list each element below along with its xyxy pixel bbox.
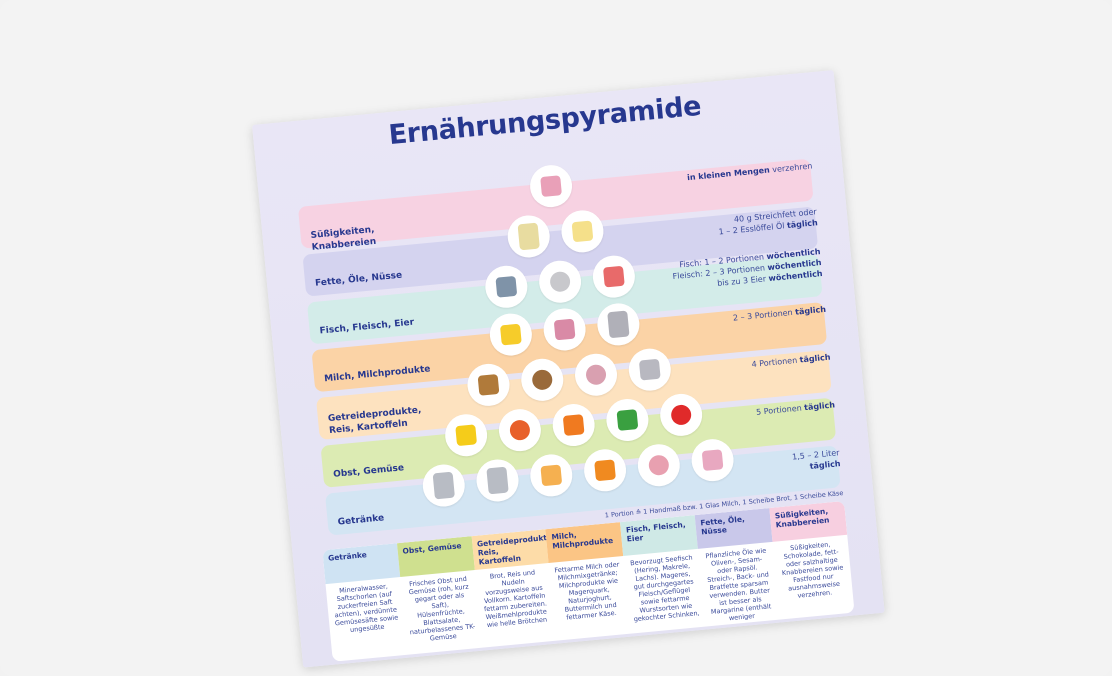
potatoes-icon-shape xyxy=(531,368,554,391)
table-cell: Pflanzliche Öle wie Oliven-, Sesam- oder… xyxy=(705,546,772,623)
table-cell: Mineralwasser, Saftschorlen (auf zuckerf… xyxy=(334,582,399,634)
yogurt-icon-shape xyxy=(553,318,576,341)
frequency-text: täglich xyxy=(794,304,827,317)
table-cell: Frisches Obst und Gemüse (roh, kurz gega… xyxy=(408,574,476,643)
table-header: Milch, Milchprodukte xyxy=(545,522,624,564)
table-cell: Süßigkeiten, Schokolade, fett- oder salz… xyxy=(781,540,844,600)
frequency-text: täglich xyxy=(786,218,819,231)
table-header: Obst, Gemüse xyxy=(396,536,475,578)
bread-icon-shape xyxy=(477,373,500,396)
cake-icon-shape xyxy=(540,175,562,198)
juice-carton-icon-shape xyxy=(594,459,616,482)
egg-icon-shape xyxy=(549,270,572,293)
table-cell: Fettarme Milch oder Milchmixgetränke; Mi… xyxy=(554,560,620,622)
butter-icon-shape xyxy=(571,220,594,243)
pasta-pot-icon-shape xyxy=(638,358,661,381)
water-bottle-icon-shape xyxy=(432,471,455,500)
poster-title: Ernährungspyramide xyxy=(387,90,703,152)
frequency-text: täglich xyxy=(809,459,841,472)
frequency-text: täglich xyxy=(799,352,831,365)
table-cell: Bevorzugt Seefisch (Hering, Makrele, Lac… xyxy=(629,553,700,624)
meat-icon-shape xyxy=(602,265,625,288)
teapot-icon-shape xyxy=(701,449,724,472)
soup-bowl-icon-shape xyxy=(647,454,670,477)
water-bottle-icon-shape xyxy=(486,466,509,495)
broccoli-icon-shape xyxy=(616,409,639,431)
table-header: Süßigkeiten, Knabbereien xyxy=(769,500,847,542)
nutrition-pyramid-poster: Ernährungspyramide Süßigkeiten, Knabbere… xyxy=(252,70,885,668)
carrot-icon-shape xyxy=(562,414,585,436)
tomato-icon-shape xyxy=(670,403,693,426)
cheese-icon-shape xyxy=(499,323,522,346)
milk-bottle-icon-shape xyxy=(607,310,630,339)
oil-bottle-icon-shape xyxy=(517,222,540,251)
rice-bowl-icon-shape xyxy=(585,363,607,386)
table-cell: Brot, Reis und Nudeln vorzugsweise aus V… xyxy=(483,568,548,630)
table-header: Getreideprodukte, Reis, Kartoffeln xyxy=(471,529,555,571)
table-header: Getränke xyxy=(322,543,400,585)
juice-glass-icon-shape xyxy=(540,464,563,487)
apple-icon-shape xyxy=(509,419,531,442)
table-header: Fette, Öle, Nüsse xyxy=(694,508,773,549)
frequency-text: täglich xyxy=(803,400,836,413)
table-header: Fisch, Fleisch, Eier xyxy=(620,515,698,556)
banana-icon-shape xyxy=(455,424,478,447)
fish-icon-shape xyxy=(495,275,518,298)
